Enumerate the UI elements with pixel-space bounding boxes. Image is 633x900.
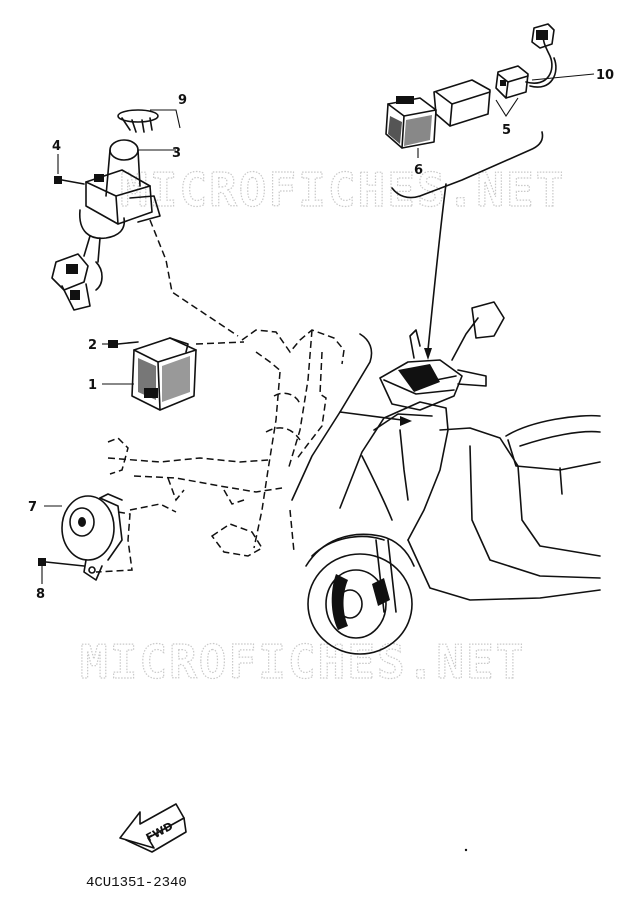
bolt-8 bbox=[38, 558, 85, 567]
bolt-2 bbox=[108, 340, 139, 348]
watermark-top: MICROFICHES.NET bbox=[120, 163, 565, 217]
reference-number: 4CU1351-2340 bbox=[86, 875, 187, 891]
callout-8: 8 bbox=[36, 587, 45, 602]
callout-5: 5 bbox=[502, 123, 511, 138]
callout-3: 3 bbox=[172, 146, 181, 161]
screw-4 bbox=[54, 176, 85, 185]
callout-1: 1 bbox=[88, 378, 97, 393]
relay-unit-5a bbox=[433, 79, 491, 127]
relay-unit-6 bbox=[385, 96, 437, 149]
wire-harness-10 bbox=[525, 23, 557, 88]
horn-7 bbox=[61, 493, 123, 581]
relay-unit-5b bbox=[495, 65, 529, 99]
callout-2: 2 bbox=[88, 338, 97, 353]
scooter-illustration bbox=[305, 301, 601, 655]
main-switch-3 bbox=[51, 109, 161, 311]
fwd-arrow-icon: FWD bbox=[119, 803, 187, 853]
callout-7: 7 bbox=[28, 500, 37, 515]
rectifier-regulator-1 bbox=[131, 337, 197, 411]
watermark-bottom: MICROFICHES.NET bbox=[80, 635, 525, 689]
callout-4: 4 bbox=[52, 139, 61, 154]
frame-outline bbox=[107, 329, 345, 557]
callout-6: 6 bbox=[414, 163, 423, 178]
callout-10: 10 bbox=[596, 68, 614, 83]
callout-9: 9 bbox=[178, 93, 187, 108]
